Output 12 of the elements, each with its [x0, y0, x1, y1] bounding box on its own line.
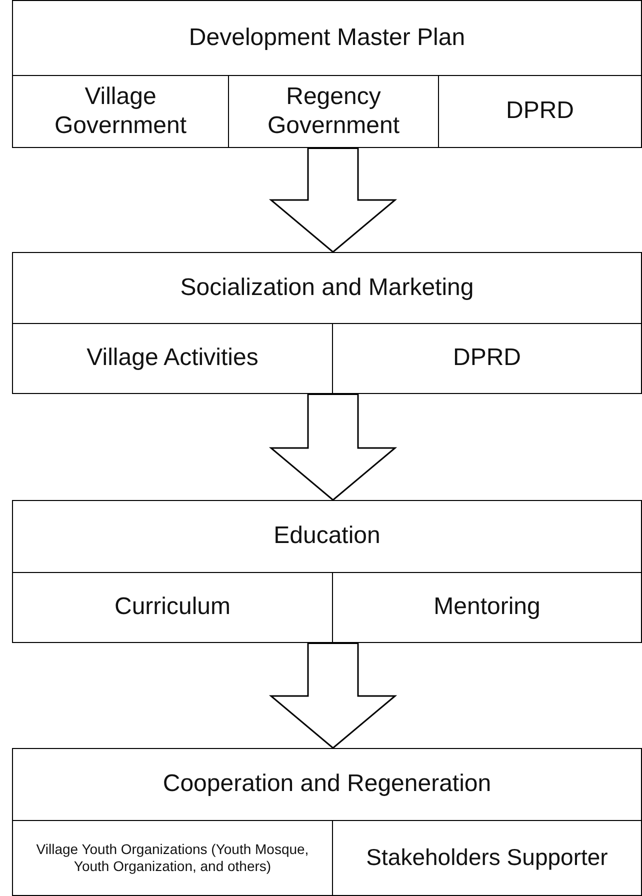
process-box: Curriculum — [12, 572, 333, 643]
header-box: Socialization and Marketing — [12, 252, 642, 324]
header-box: Education — [12, 500, 642, 573]
process-box: Village Youth Organizations (Youth Mosque, Youth Organization, and others) — [12, 820, 333, 896]
process-box: Village Activities — [12, 323, 333, 394]
header-box: Cooperation and Regeneration — [12, 748, 642, 821]
process-box: DPRD — [332, 323, 642, 394]
process-box: Stakeholders Supporter — [332, 820, 642, 896]
process-box: DPRD — [438, 75, 642, 148]
process-box: Mentoring — [332, 572, 642, 643]
header-box: Development Master Plan — [12, 0, 642, 76]
process-box: Village Government — [12, 75, 229, 148]
